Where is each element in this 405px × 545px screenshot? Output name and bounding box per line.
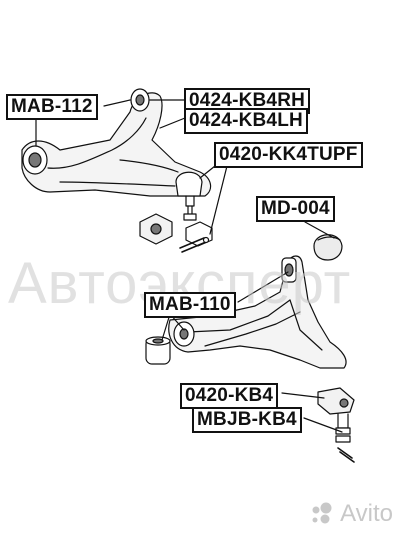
avito-brand-text: Avito [340,500,393,527]
label-mab-110: MAB-110 [144,292,236,318]
label-0424-kb4lh: 0424-KB4LH [184,108,308,134]
lower-ball-joint [317,387,355,463]
label-0420-kk4tupf: 0420-KK4TUPF [214,142,363,168]
label-mab-112: MAB-112 [6,94,98,120]
label-mbjb-kb4: MBJB-KB4 [192,407,302,433]
label-0420-kb4: 0420-KB4 [180,383,279,409]
avito-watermark: Avito [309,500,393,528]
avito-logo-icon [312,502,332,524]
upper-balljoint-hardware [139,213,213,253]
lower-control-arm [145,255,347,369]
label-md-004: MD-004 [256,196,335,222]
dust-boot [313,234,343,261]
upper-control-arm [21,88,212,221]
